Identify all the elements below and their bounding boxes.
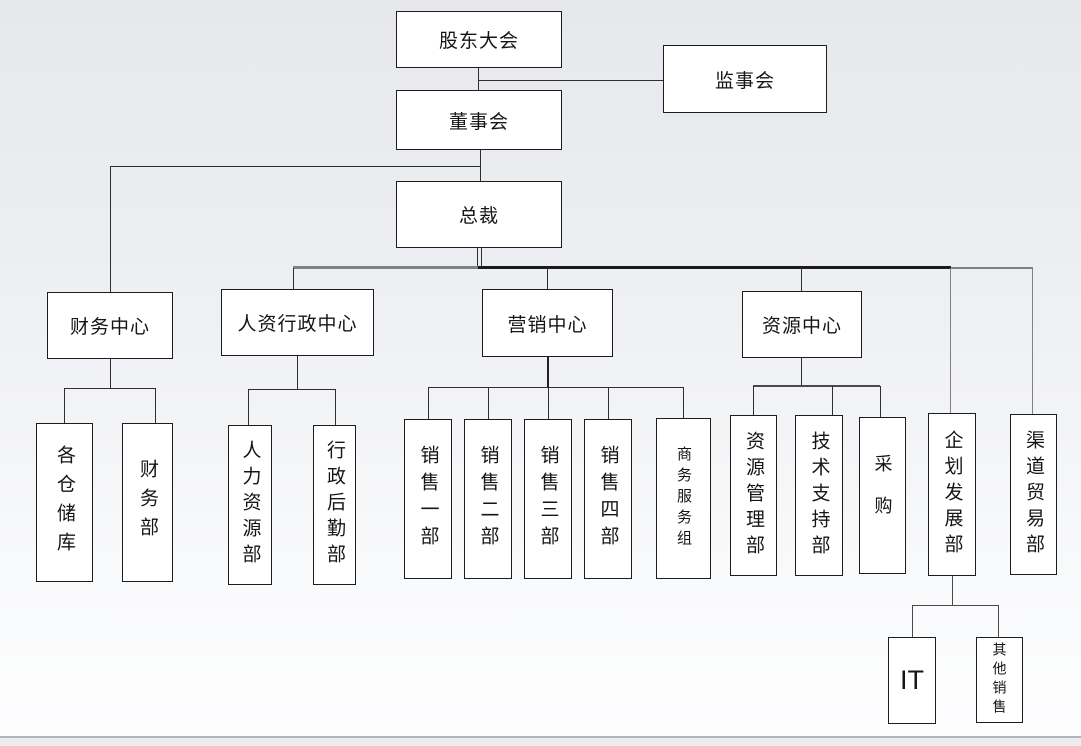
org-node-hr-dept[interactable]: 人力资源部 <box>228 425 272 585</box>
org-node-other-sales[interactable]: 其他销售 <box>976 637 1023 723</box>
connector-line <box>548 387 550 419</box>
connector-line <box>547 268 549 289</box>
connector-line <box>1032 268 1034 414</box>
connector-line <box>110 359 112 388</box>
org-node-label: 董事会 <box>448 111 509 133</box>
connector-line <box>479 79 663 81</box>
connector-line <box>481 248 483 268</box>
connector-line <box>608 387 610 419</box>
connector-line <box>950 268 952 413</box>
org-node-label: 财务部 <box>137 459 158 546</box>
connector-line <box>64 388 66 423</box>
org-node-sales-dept-1[interactable]: 销售一部 <box>404 419 452 579</box>
org-node-label: 监事会 <box>714 70 775 92</box>
connector-line <box>335 389 337 425</box>
connector-line <box>683 387 685 419</box>
window-bottom-strip <box>0 737 1081 746</box>
org-node-label: IT <box>900 665 924 695</box>
org-node-business-service-group[interactable]: 商务服务组 <box>656 418 711 579</box>
connector-line <box>951 267 1033 269</box>
connector-line <box>478 68 480 90</box>
connector-line <box>293 266 478 269</box>
org-node-label: 股东大会 <box>438 31 519 52</box>
connector-line <box>428 387 430 419</box>
org-node-sales-dept-4[interactable]: 销售四部 <box>584 419 632 579</box>
org-node-shareholders-meeting[interactable]: 股东大会 <box>396 11 562 68</box>
org-node-finance-dept[interactable]: 财务部 <box>122 423 173 582</box>
org-node-supervisory-board[interactable]: 监事会 <box>663 45 827 113</box>
org-node-finance-center[interactable]: 财务中心 <box>47 292 173 359</box>
connector-line <box>293 268 295 289</box>
connector-line <box>64 388 155 390</box>
org-node-channel-trade-dept[interactable]: 渠道贸易部 <box>1010 414 1057 575</box>
org-node-it-dept[interactable]: IT <box>888 637 936 724</box>
org-node-label: 行政后勤部 <box>324 440 345 570</box>
org-node-label: 销售一部 <box>417 445 439 553</box>
org-node-planning-dev-dept[interactable]: 企划发展部 <box>928 413 976 576</box>
connector-line <box>880 386 882 417</box>
org-node-label: 销售四部 <box>597 445 619 553</box>
org-node-admin-logistics-dept[interactable]: 行政后勤部 <box>313 425 356 585</box>
org-node-resource-mgmt-dept[interactable]: 资源管理部 <box>730 415 777 576</box>
connector-line <box>753 385 880 387</box>
org-node-resource-center[interactable]: 资源中心 <box>742 291 862 358</box>
connector-line <box>248 389 335 391</box>
org-node-sales-dept-2[interactable]: 销售二部 <box>464 419 512 579</box>
org-node-president[interactable]: 总裁 <box>396 181 562 248</box>
connector-line <box>753 386 755 415</box>
org-node-sales-dept-3[interactable]: 销售三部 <box>524 419 572 579</box>
org-node-label: 人资行政中心 <box>237 314 358 335</box>
org-node-label: 采购 <box>872 453 893 538</box>
connector-line <box>248 389 250 425</box>
org-node-marketing-center[interactable]: 营销中心 <box>482 289 613 357</box>
org-node-label: 销售三部 <box>537 445 559 553</box>
org-node-label: 各仓储库 <box>54 444 75 561</box>
connector-line <box>478 266 951 269</box>
org-node-label: 人力资源部 <box>239 440 261 570</box>
org-node-label: 企划发展部 <box>941 429 963 560</box>
connector-line <box>998 605 1000 637</box>
org-node-label: 资源管理部 <box>743 430 764 561</box>
org-node-label: 总裁 <box>458 206 499 227</box>
connector-line <box>912 605 998 607</box>
connector-line <box>110 166 112 292</box>
connector-line <box>832 386 834 415</box>
connector-line <box>488 387 490 419</box>
connector-line <box>801 268 803 291</box>
org-node-label: 其他销售 <box>991 642 1008 718</box>
org-node-tech-support-dept[interactable]: 技术支持部 <box>795 415 843 576</box>
org-node-board-of-directors[interactable]: 董事会 <box>396 90 562 150</box>
connector-line <box>547 357 549 387</box>
connector-line <box>952 576 954 605</box>
org-node-label: 销售二部 <box>477 445 499 553</box>
connector-line <box>912 605 914 637</box>
org-node-procurement[interactable]: 采购 <box>859 417 906 574</box>
connector-line <box>110 166 480 168</box>
connector-line <box>801 358 803 386</box>
connector-line <box>155 388 157 423</box>
org-node-label: 技术支持部 <box>808 430 830 561</box>
org-node-label: 财务中心 <box>69 317 150 338</box>
org-node-warehouses[interactable]: 各仓储库 <box>36 423 93 582</box>
org-node-label: 营销中心 <box>507 314 588 336</box>
org-node-label: 资源中心 <box>761 316 842 337</box>
org-node-label: 渠道贸易部 <box>1023 429 1044 560</box>
connector-line <box>297 356 299 389</box>
org-node-label: 商务服务组 <box>675 446 692 551</box>
window-bottom-divider <box>0 736 1081 738</box>
org-node-hr-admin-center[interactable]: 人资行政中心 <box>221 289 374 356</box>
connector-line <box>428 386 683 388</box>
connector-line <box>480 150 482 181</box>
connector-line <box>477 248 479 268</box>
